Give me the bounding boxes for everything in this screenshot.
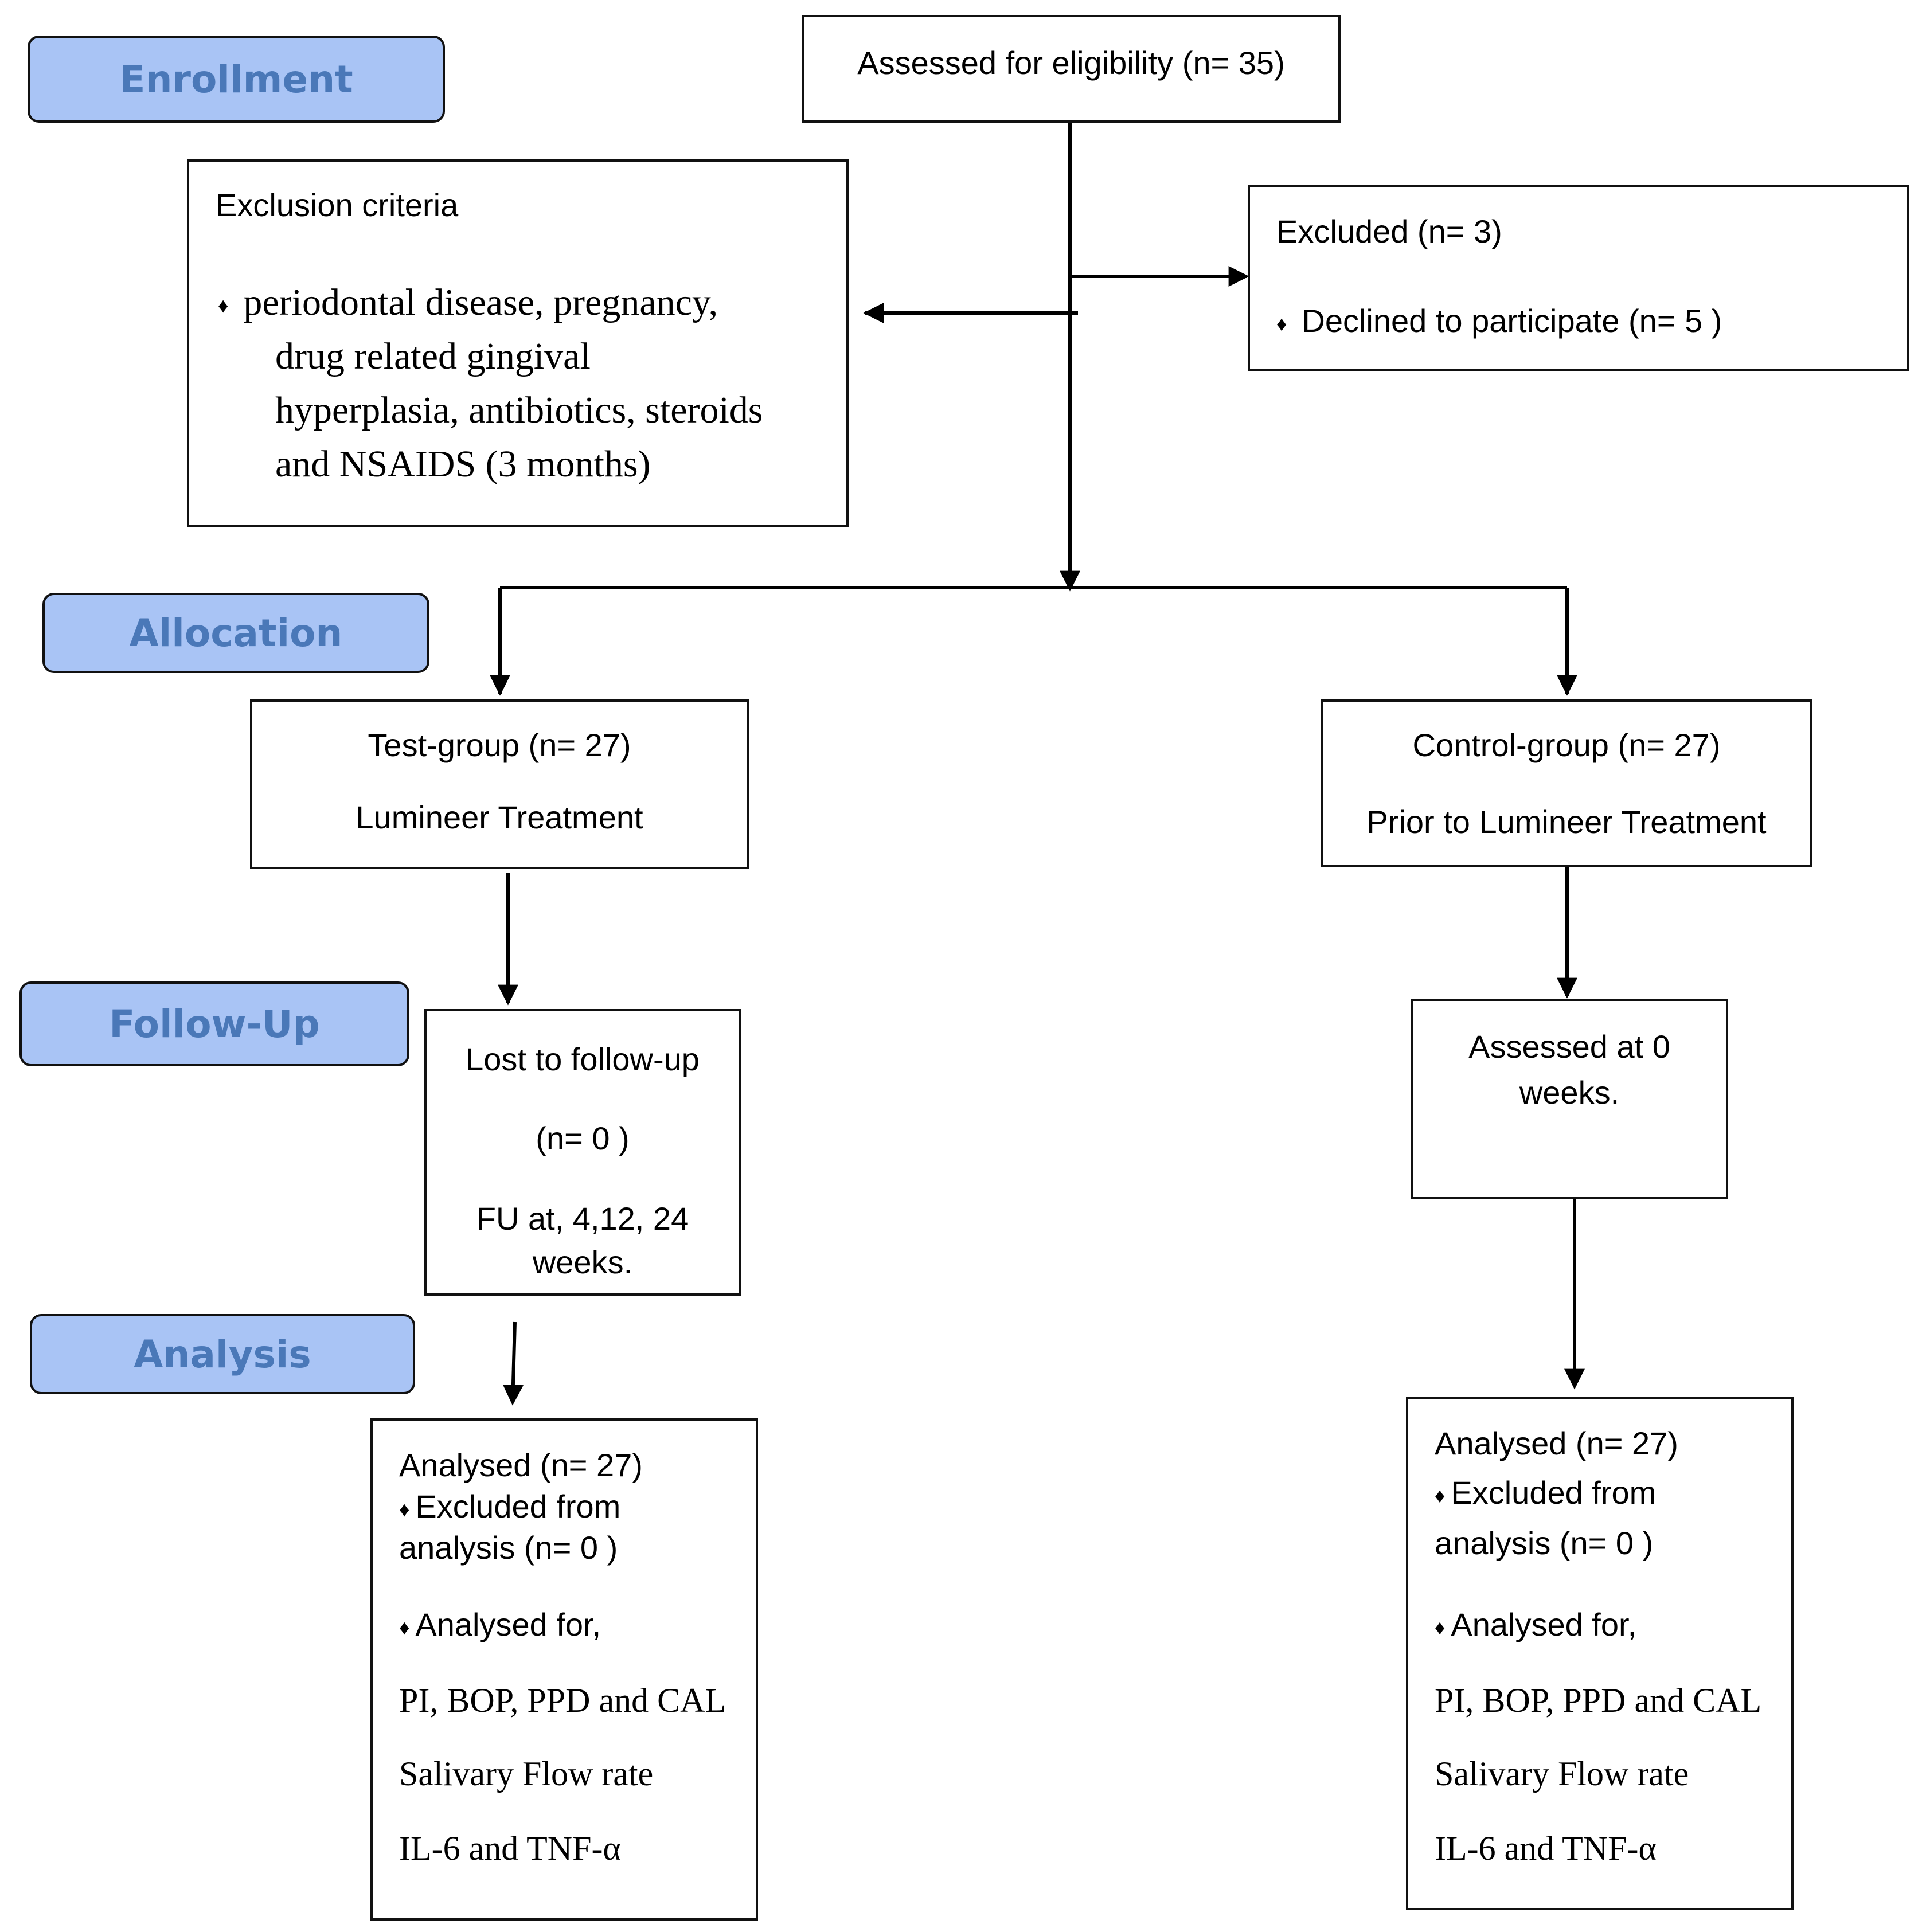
test-follow-up-line-2: (n= 0 )	[536, 1120, 630, 1156]
control-analysed-for: ♦Analysed for,	[1435, 1606, 1636, 1643]
test-excluded-line-2: analysis (n= 0 )	[399, 1530, 618, 1566]
test-group-title: Test-group (n= 27)	[368, 727, 631, 763]
exclusion-criteria-box: Exclusion criteria ♦ periodontal disease,…	[187, 159, 849, 527]
test-analysed-for-text: Analysed for,	[415, 1606, 601, 1642]
diamond-bullet-icon: ♦	[1435, 1615, 1446, 1639]
control-group-subtitle: Prior to Lumineer Treatment	[1366, 804, 1767, 840]
control-group-title: Control-group (n= 27)	[1412, 727, 1721, 763]
test-analysis-item-2: Salivary Flow rate	[399, 1755, 654, 1793]
test-follow-up-box: Lost to follow-up (n= 0 ) FU at, 4,12, 2…	[424, 1009, 741, 1296]
test-analysis-item-1: PI, BOP, PPD and CAL	[399, 1681, 726, 1719]
control-excluded-line-1: ♦Excluded from	[1435, 1475, 1656, 1511]
stage-label-follow-up: Follow-Up	[19, 981, 409, 1066]
control-analysed-count: Analysed (n= 27)	[1435, 1425, 1678, 1461]
stage-label-enrollment: Enrollment	[28, 36, 445, 123]
control-follow-up-box: Assessed at 0 weeks.	[1411, 999, 1728, 1199]
arrow-to-test-analysis	[502, 1321, 524, 1406]
test-follow-up-line-1: Lost to follow-up	[466, 1041, 700, 1077]
test-excluded-line-1: ♦Excluded from	[399, 1488, 620, 1525]
test-group-subtitle: Lumineer Treatment	[356, 799, 643, 835]
control-analysed-for-text: Analysed for,	[1451, 1606, 1637, 1642]
exclusion-criteria-line-1: ♦ periodontal disease, pregnancy,	[218, 281, 718, 324]
excluded-box: Excluded (n= 3) ♦ Declined to participate…	[1248, 185, 1909, 371]
control-follow-up-line-1: Assessed at 0	[1468, 1028, 1670, 1065]
control-group-box: Control-group (n= 27) Prior to Lumineer …	[1321, 699, 1812, 867]
stage-label-analysis: Analysis	[30, 1314, 415, 1394]
excluded-title: Excluded (n= 3)	[1276, 213, 1502, 249]
exclusion-criteria-line-3: hyperplasia, antibiotics, steroids	[275, 389, 763, 431]
stage-label-allocation-text: Allocation	[129, 611, 343, 655]
test-excluded-line-1-text: Excluded from	[415, 1488, 621, 1524]
stage-label-enrollment-text: Enrollment	[119, 57, 353, 101]
control-analysis-item-2: Salivary Flow rate	[1435, 1755, 1689, 1793]
diamond-bullet-icon: ♦	[399, 1615, 410, 1639]
diamond-bullet-icon: ♦	[1276, 311, 1287, 335]
control-analysis-box: Analysed (n= 27) ♦Excluded from analysis…	[1406, 1397, 1794, 1910]
control-excluded-line-1-text: Excluded from	[1451, 1475, 1657, 1511]
assessed-eligibility-text: Assessed for eligibility (n= 35)	[857, 45, 1285, 81]
test-analysed-for: ♦Analysed for,	[399, 1606, 601, 1643]
control-analysis-item-1: PI, BOP, PPD and CAL	[1435, 1681, 1762, 1719]
exclusion-criteria-line-2: drug related gingival	[275, 335, 591, 377]
test-analysed-count: Analysed (n= 27)	[399, 1447, 643, 1483]
diamond-bullet-icon: ♦	[399, 1497, 410, 1521]
excluded-item: ♦ Declined to participate (n= 5 )	[1276, 303, 1722, 339]
control-excluded-line-2: analysis (n= 0 )	[1435, 1525, 1654, 1561]
test-analysis-item-3: IL-6 and TNF-α	[399, 1829, 621, 1867]
assessed-eligibility-box: Assessed for eligibility (n= 35)	[802, 15, 1341, 123]
excluded-item-text: Declined to participate (n= 5 )	[1302, 303, 1722, 339]
test-group-box: Test-group (n= 27) Lumineer Treatment	[250, 699, 749, 869]
control-follow-up-line-2: weeks.	[1519, 1074, 1620, 1110]
test-follow-up-line-4: weeks.	[532, 1244, 633, 1280]
diamond-bullet-icon: ♦	[218, 294, 229, 318]
diamond-bullet-icon: ♦	[1435, 1483, 1446, 1507]
stage-label-allocation: Allocation	[42, 593, 429, 673]
control-analysis-item-3: IL-6 and TNF-α	[1435, 1829, 1657, 1867]
test-analysis-box: Analysed (n= 27) ♦Excluded from analysis…	[370, 1418, 758, 1921]
exclusion-criteria-line-1-text: periodontal disease, pregnancy,	[243, 281, 718, 323]
exclusion-criteria-title: Exclusion criteria	[216, 187, 459, 223]
stage-label-follow-up-text: Follow-Up	[109, 1002, 320, 1046]
exclusion-criteria-line-4: and NSAIDS (3 months)	[275, 443, 651, 485]
test-follow-up-line-3: FU at, 4,12, 24	[476, 1200, 689, 1237]
stage-label-analysis-text: Analysis	[134, 1332, 311, 1376]
